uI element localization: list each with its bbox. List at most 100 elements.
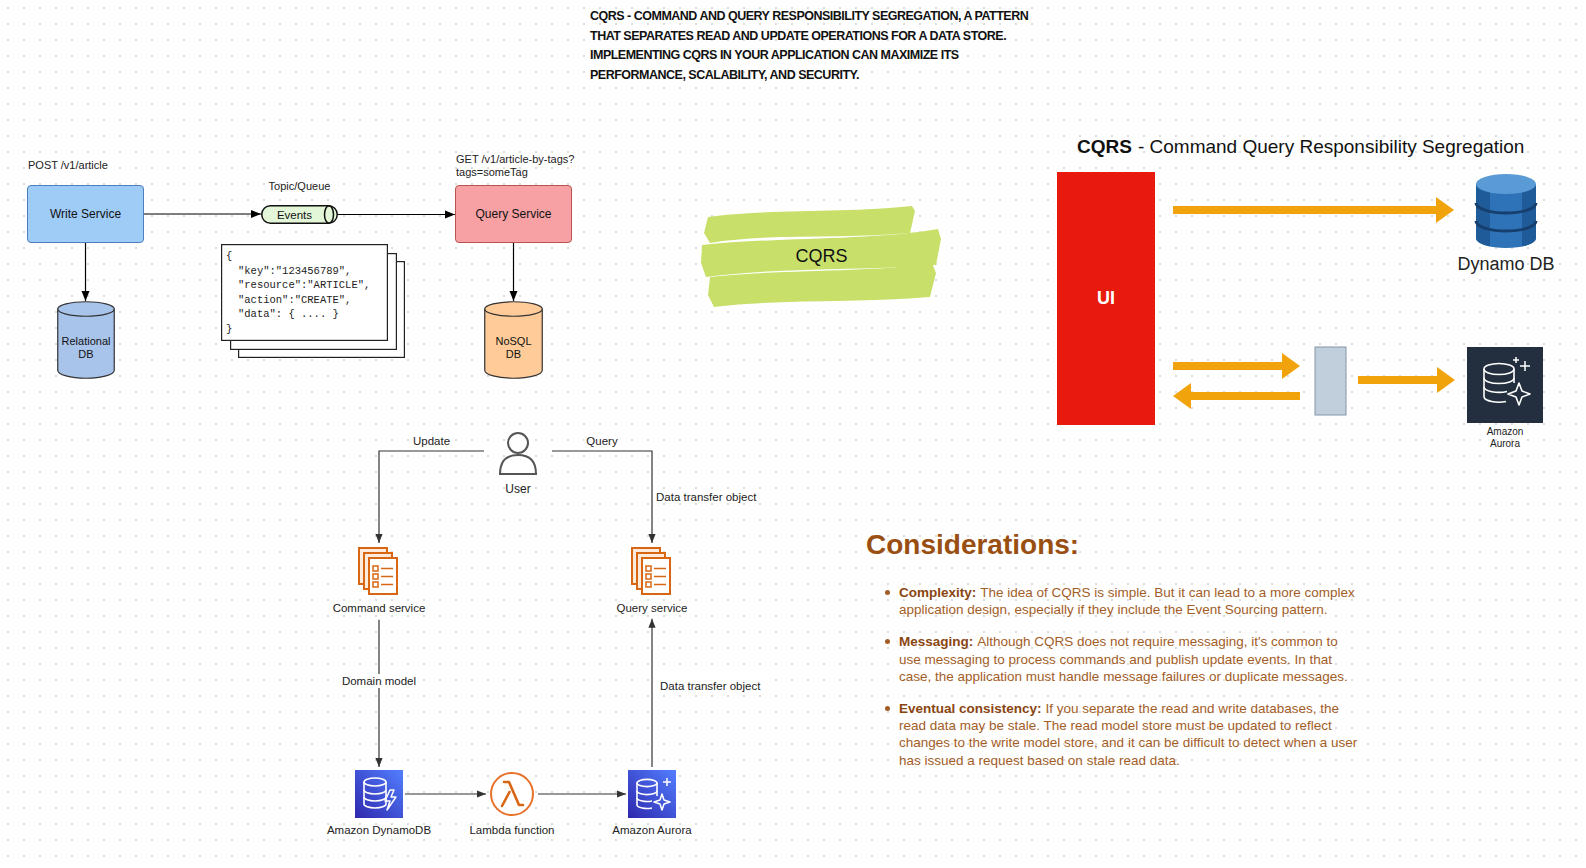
flow-arrow [1190,392,1300,400]
auroraR-icon [1467,347,1543,423]
node-text: Dynamo DB [1444,254,1568,276]
bullet-dot [885,590,890,595]
node-text: Events [277,209,312,221]
icon-part [642,558,670,594]
icon-part [381,584,393,586]
node-text: CQRS [795,246,847,267]
lambda-icon-node: Lambda function [460,770,564,838]
icon-part [646,582,651,587]
highlight-brush: CQRS [700,203,943,309]
node-text: Amazon Aurora [1480,426,1530,450]
bullet-term: Messaging: [899,634,973,649]
flow-connector [379,451,484,543]
ellipse-part [58,302,115,317]
endpoint-label: Topic/Queue [269,180,331,193]
path-part [485,309,543,378]
flow-arrow [1173,362,1283,370]
flow-connector [651,619,652,767]
ellipse-part [325,206,334,224]
icon-part [502,782,523,806]
json-line: "data": { .... } [226,307,383,322]
flow-connector [538,793,626,794]
icon-part [355,770,403,818]
flow-connector [1173,206,1436,214]
rect-part [262,206,338,224]
json-line: "action":"CREATE", [226,293,383,308]
icon-part [654,794,670,810]
node-text: Write Service [50,207,121,221]
flow-arrow [1358,376,1438,384]
icon-part [646,566,651,571]
gateway-block [1315,347,1346,415]
bullet-item: Eventual consistency:If you separate the… [866,700,1358,769]
icon-part [1508,383,1530,405]
flow-connector [378,620,379,767]
icon-part [637,791,657,808]
flow-connector [405,793,486,794]
icon-part [364,790,386,808]
node-text: Lambda function [460,824,564,838]
flow-connector [144,213,261,214]
icon-part [373,566,378,571]
service-icon-node: Query service [590,546,714,616]
rect-part [222,245,388,341]
arrow-head [1282,353,1300,379]
icon-part [1484,378,1514,402]
aurora-icon [628,770,676,818]
json-line: "resource":"ARTICLE", [226,278,383,293]
icon-part [654,576,666,578]
service-box: POST /v1/articleWrite Service [27,185,144,243]
icon-part [369,558,397,594]
node-text: User [490,482,546,496]
node-text: Command service [317,602,441,616]
flow-label: Data transfer object [656,490,756,504]
icon-part [637,779,657,786]
dynamodb-icon-node: Amazon DynamoDB [317,770,441,838]
json-line: { [226,249,383,264]
icon-part [364,778,386,786]
dynamodb-icon-node: Dynamo DB [1444,172,1568,276]
icon-part [1476,203,1536,231]
bullet-term: Complexity: [899,585,976,600]
icon-part [646,574,651,579]
node-text: Relational DB [61,335,111,361]
icon-part [1476,174,1536,194]
page-title: CQRS - COMMAND AND QUERY RESPONSIBILITY … [590,7,1030,85]
arrow-head [1437,367,1455,393]
lambda-icon [488,770,536,818]
json-line: } [226,322,383,337]
considerations-block: Considerations:Complexity:The idea of CQ… [866,528,1358,769]
ellipse-part [485,302,543,317]
node-text: Amazon DynamoDB [317,824,441,838]
shape-outline [221,244,388,341]
icon-part [654,568,666,570]
edge-label: Data transfer object [658,679,762,693]
bullet-term: Eventual consistency: [899,701,1042,716]
database-cylinder: NoSQL DB [484,301,543,379]
bullet-dot [885,639,890,644]
icon-part [373,574,378,579]
json-line: "key":"123456789", [226,264,383,279]
node-text: UI [1097,288,1115,309]
node-text: Query Service [475,207,551,221]
diagram-heading: - Command Query Responsibility Segregati… [1138,136,1525,157]
icon-part [491,773,533,815]
ui-block: UI [1057,172,1155,425]
event-message-card: {"key":"123456789","resource":"ARTICLE",… [221,244,388,341]
node-text: Amazon Aurora [590,824,714,838]
bullet-item: Messaging:Although CQRS does not require… [866,633,1358,685]
heading-block: CQRS- Command Query Responsibility Segre… [1077,136,1524,158]
database-cylinder: Relational DB [57,301,115,379]
bullet-dot [885,706,890,711]
icon-part [500,455,536,474]
icon-part [663,778,671,786]
path-part [708,263,936,307]
flow-connector [513,243,514,301]
icon-part [381,568,393,570]
docs-icon [630,546,674,596]
icon-part [381,576,393,578]
icon-part [508,433,528,453]
node-text: NoSQL DB [489,335,539,361]
edge-label: Domain model [340,674,418,688]
